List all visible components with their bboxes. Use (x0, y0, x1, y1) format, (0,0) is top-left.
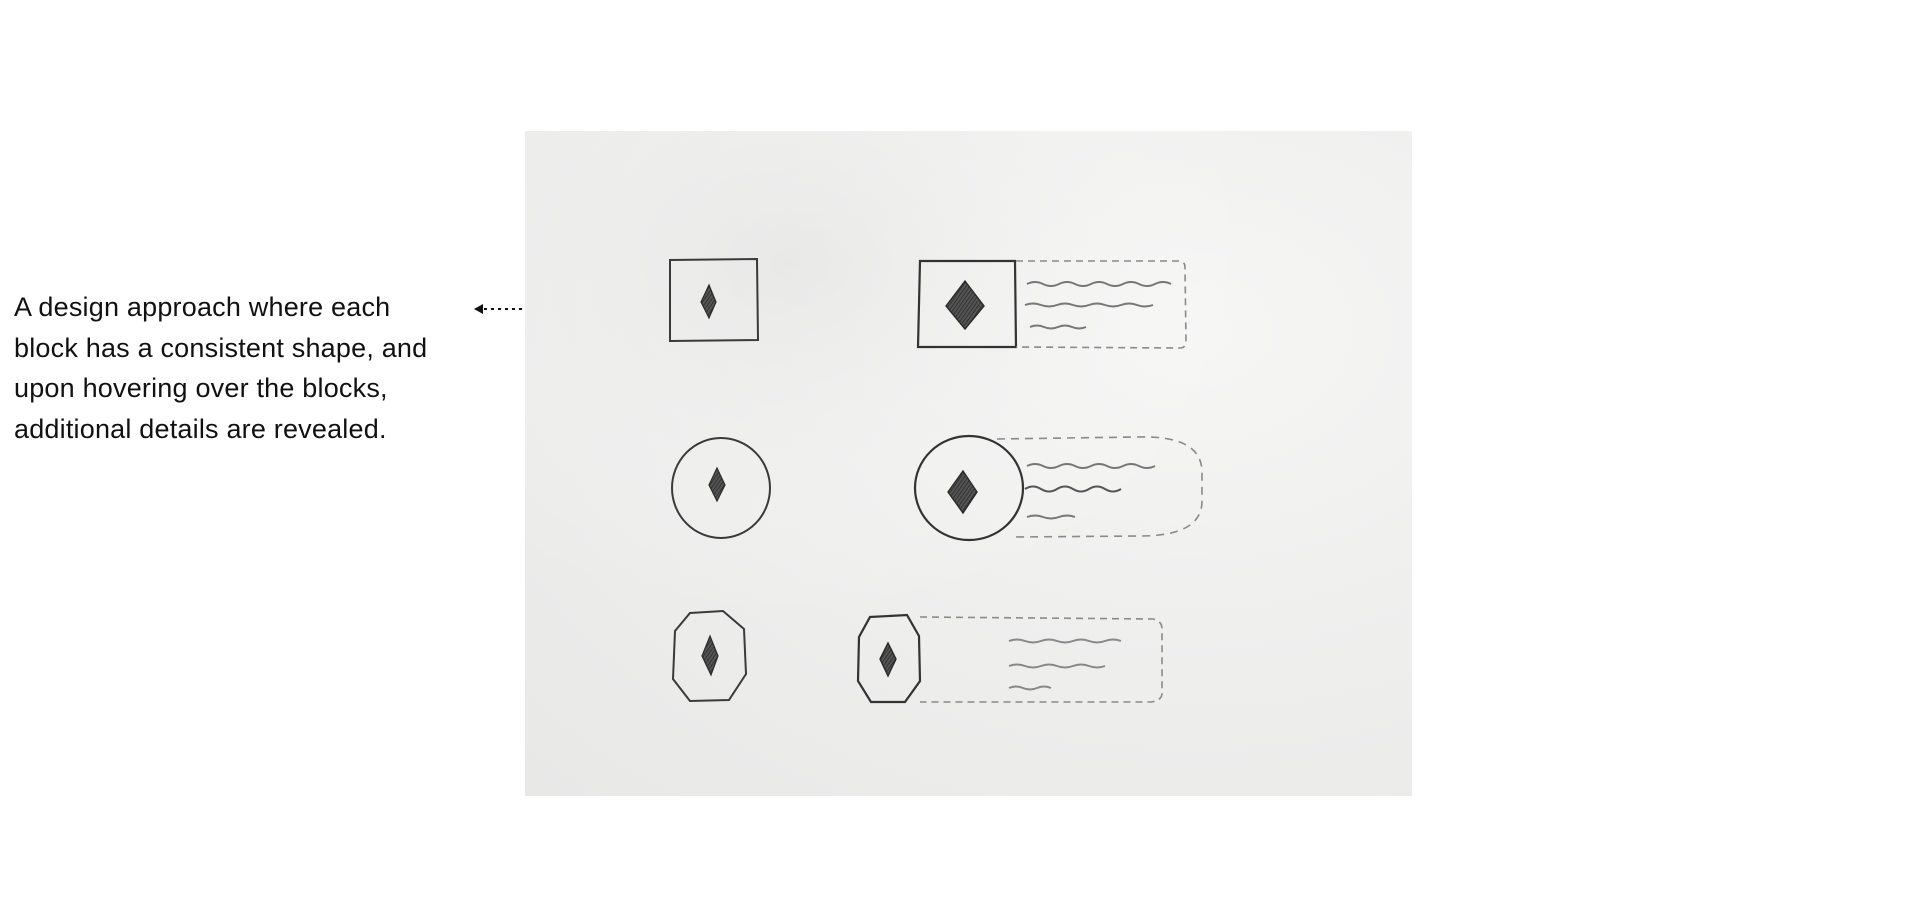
circle-block-collapsed (671, 437, 771, 539)
square-block-collapsed (669, 257, 760, 343)
sketch-row-square (669, 257, 1187, 349)
diamond-icon (708, 466, 726, 503)
diamond-icon (700, 283, 717, 320)
detail-panel-outline (1015, 260, 1187, 349)
diamond-icon (945, 279, 985, 331)
paper-shading (525, 131, 1412, 796)
circle-block-expanded (913, 434, 1203, 542)
annotation-text: A design approach where each block has a… (14, 292, 428, 444)
sketch-row-octagon (671, 609, 1163, 704)
sketch-row-circle (671, 434, 1203, 542)
arrowhead (474, 304, 483, 314)
octagon-block-collapsed (671, 609, 748, 703)
sketch-photo (525, 131, 1412, 796)
square-block-expanded (916, 259, 1187, 349)
octagon-block-expanded (856, 613, 1163, 704)
diamond-icon (701, 634, 719, 677)
diamond-icon (879, 641, 897, 678)
diamond-icon (947, 469, 978, 515)
detail-panel-outline (919, 616, 1163, 703)
